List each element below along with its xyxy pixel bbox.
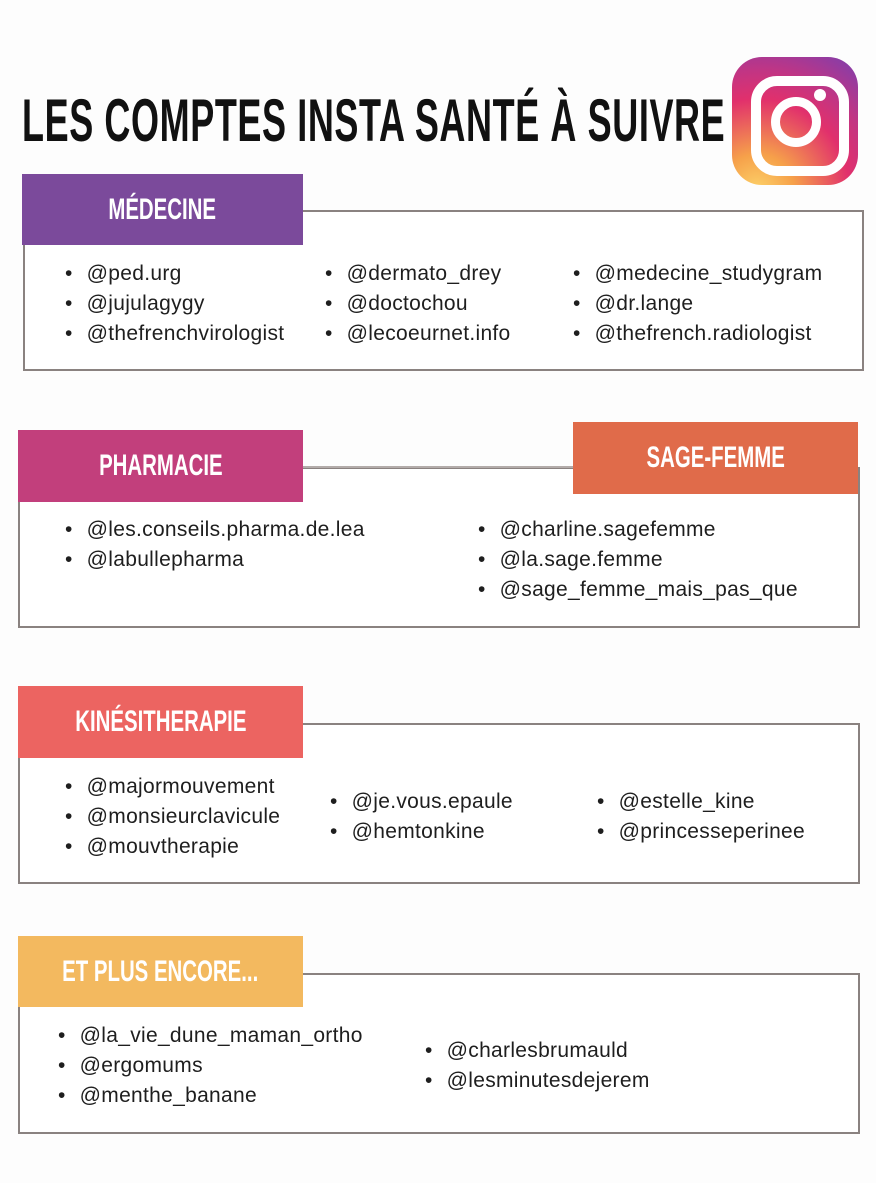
account-handle: @la_vie_dune_maman_ortho [58, 1024, 363, 1048]
account-handle: @lecoeurnet.info [325, 322, 511, 346]
account-handle: @princesseperinee [597, 820, 805, 844]
account-handle: @les.conseils.pharma.de.lea [65, 518, 365, 542]
account-handle: @ergomums [58, 1054, 203, 1078]
account-handle: @la.sage.femme [478, 548, 663, 572]
account-handle: @hemtonkine [330, 820, 485, 844]
kine-label: KINÉSITHERAPIE [18, 686, 303, 758]
plus-label: ET PLUS ENCORE... [18, 936, 303, 1007]
account-handle: @thefrenchvirologist [65, 322, 284, 346]
account-handle: @thefrench.radiologist [573, 322, 812, 346]
page-title: LES COMPTES INSTA SANTÉ À SUIVRE [22, 87, 726, 154]
account-handle: @lesminutesdejerem [425, 1069, 650, 1093]
account-handle: @medecine_studygram [573, 262, 822, 286]
account-handle: @doctochou [325, 292, 468, 316]
sage-femme-title: SAGE-FEMME [646, 441, 785, 474]
account-handle: @labullepharma [65, 548, 244, 572]
account-handle: @jujulagygy [65, 292, 205, 316]
account-handle: @dr.lange [573, 292, 693, 316]
plus-title: ET PLUS ENCORE... [62, 954, 259, 988]
account-handle: @monsieurclavicule [65, 805, 280, 829]
sage-femme-label: SAGE-FEMME [573, 422, 858, 494]
account-handle: @je.vous.epaule [330, 790, 513, 814]
account-handle: @mouvtherapie [65, 835, 239, 859]
instagram-icon [732, 57, 858, 185]
pharmacie-label: PHARMACIE [18, 430, 303, 502]
pharmacie-title: PHARMACIE [98, 449, 223, 482]
account-handle: @dermato_drey [325, 262, 501, 286]
account-handle: @majormouvement [65, 775, 275, 799]
account-handle: @menthe_banane [58, 1084, 257, 1108]
account-handle: @ped.urg [65, 262, 182, 286]
account-handle: @charline.sagefemme [478, 518, 716, 542]
medecine-title: MÉDECINE [108, 192, 217, 226]
account-handle: @charlesbrumauld [425, 1039, 628, 1063]
account-handle: @sage_femme_mais_pas_que [478, 578, 798, 602]
divider [303, 466, 573, 468]
kine-title: KINÉSITHERAPIE [74, 705, 247, 738]
account-handle: @estelle_kine [597, 790, 755, 814]
medecine-label: MÉDECINE [22, 174, 303, 245]
